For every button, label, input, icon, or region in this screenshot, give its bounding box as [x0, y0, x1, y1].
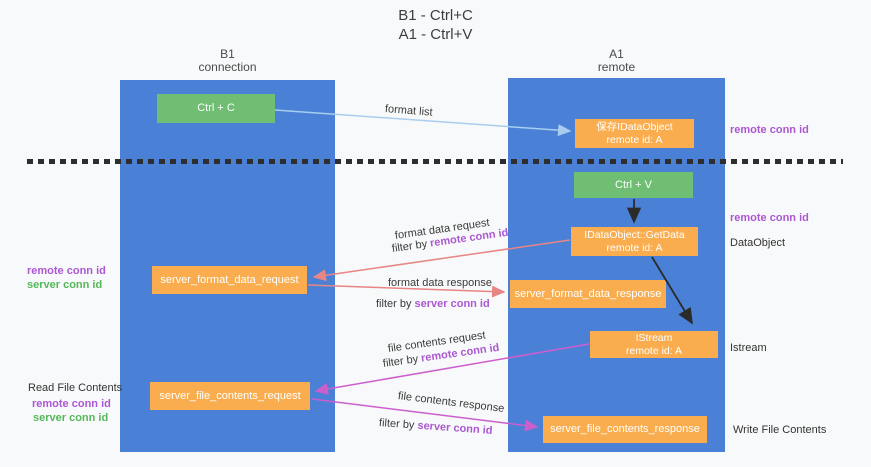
file-remote-conn-id-label: remote conn id: [32, 398, 111, 410]
node-server-format-data-request: server_format_data_request: [152, 266, 307, 294]
node-server-format-data-response: server_format_data_response: [510, 280, 666, 308]
left-column-header: B1 connection: [120, 48, 335, 74]
node-save-idataobject: 保存IDataObject remote id: A: [575, 119, 694, 148]
file-server-conn-id-label: server conn id: [33, 412, 109, 424]
node-istream-line2: remote id: A: [625, 344, 683, 357]
title-line-1: B1 - Ctrl+C: [398, 7, 473, 24]
fmt-remote-conn-id-label: remote conn id: [27, 265, 106, 277]
right-column-subtitle: remote: [597, 60, 636, 74]
right-column-header: A1 remote: [508, 48, 725, 74]
file-contents-response-filter-label: filter by server conn id: [379, 417, 493, 437]
write-file-contents-label: Write File Contents: [733, 424, 827, 436]
node-file-request-label: server_file_contents_request: [159, 389, 301, 402]
node-ctrl-v: Ctrl + V: [574, 172, 693, 198]
left-column-name: B1: [220, 47, 235, 61]
diagram-title: B1 - Ctrl+C A1 - Ctrl+V: [0, 6, 871, 44]
node-ctrl-c: Ctrl + C: [157, 94, 275, 123]
node-ctrl-c-label: Ctrl + C: [197, 102, 235, 114]
node-ctrl-v-label: Ctrl + V: [615, 178, 652, 191]
node-istream: IStream remote id: A: [590, 331, 718, 358]
node-format-response-label: server_format_data_response: [514, 287, 662, 300]
server-conn-id-text: server conn id: [414, 298, 490, 310]
node-getdata-line2: remote id: A: [606, 241, 663, 254]
node-getdata-line1: IDataObject::GetData: [584, 228, 685, 241]
node-format-request-label: server_format_data_request: [160, 273, 299, 286]
node-server-file-contents-response: server_file_contents_response: [543, 416, 707, 443]
read-file-contents-label: Read File Contents: [28, 382, 123, 394]
node-istream-line1: IStream: [635, 331, 673, 344]
node-save-idataobject-line2: remote id: A: [606, 133, 663, 146]
istream-label: Istream: [730, 342, 767, 354]
left-column-subtitle: connection: [198, 60, 257, 74]
dataobject-label: DataObject: [730, 237, 786, 249]
server-conn-id-text: server conn id: [417, 419, 493, 437]
filter-by-prefix: filter by: [382, 352, 422, 370]
node-server-file-contents-request: server_file_contents_request: [150, 382, 310, 410]
right-column-name: A1: [609, 47, 624, 61]
dashed-separator-line: [27, 159, 843, 164]
format-data-response-label: format data response: [388, 277, 492, 289]
remote-conn-id-mid-label: remote conn id: [730, 212, 809, 224]
fmt-server-conn-id-label: server conn id: [27, 279, 103, 291]
node-file-response-label: server_file_contents_response: [550, 423, 700, 435]
node-idataobject-getdata: IDataObject::GetData remote id: A: [571, 227, 698, 256]
file-contents-response-label: file contents response: [397, 390, 505, 415]
node-save-idataobject-line1: 保存IDataObject: [596, 120, 673, 133]
format-list-label: format list: [384, 103, 434, 119]
filter-by-prefix: filter by: [378, 417, 418, 432]
format-data-response-filter-label: filter by server conn id: [376, 298, 490, 310]
remote-conn-id-top-label: remote conn id: [730, 124, 809, 136]
title-line-2: A1 - Ctrl+V: [398, 26, 473, 43]
filter-by-prefix: filter by: [376, 298, 415, 310]
